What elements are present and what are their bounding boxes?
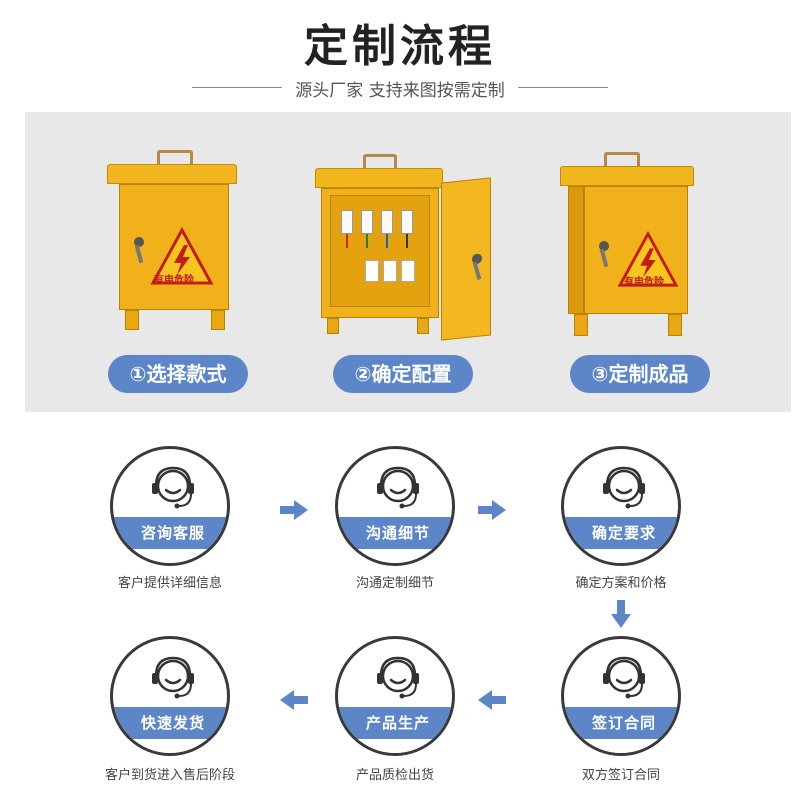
step-caption: 沟通定制细节 <box>355 576 434 591</box>
subtitle-divider-right <box>518 87 608 88</box>
warning-triangle-icon <box>150 227 214 285</box>
step-caption: 产品质检出货 <box>355 768 434 783</box>
cabinet-roof <box>107 164 237 184</box>
subtitle-row: 源头厂家 支持来图按需定制 <box>0 76 800 101</box>
warning-label: 有电危险 <box>624 277 664 288</box>
customer-service-headset-icon <box>603 656 645 699</box>
product-label-2: ②确定配置 <box>333 355 473 393</box>
socket <box>401 260 415 282</box>
product-label-3: ③定制成品 <box>570 355 710 393</box>
warning-label: 有电危险 <box>154 275 194 286</box>
arrow-left-icon <box>280 690 308 710</box>
page-subtitle: 源头厂家 支持来图按需定制 <box>295 81 505 101</box>
arrow-right-icon <box>280 500 308 520</box>
step-fast-delivery: 快速发货 <box>110 636 230 756</box>
cabinet-door <box>441 177 491 341</box>
cabinet-body: 有电危险 <box>119 184 229 310</box>
wire <box>366 234 368 248</box>
step-circle: 签订合同 <box>561 636 681 756</box>
step-title: 产品生产 <box>338 707 452 739</box>
cabinet-finished-image: 有电危险 <box>560 152 700 342</box>
step-caption: 双方签订合同 <box>581 768 660 783</box>
cabinet-roof <box>560 166 694 186</box>
lock-icon <box>599 241 609 268</box>
step-title: 快速发货 <box>113 707 227 739</box>
step-circle: 快速发货 <box>110 636 230 756</box>
customer-service-headset-icon <box>603 466 645 509</box>
cabinet-open-image <box>315 154 505 344</box>
step-caption: 客户提供详细信息 <box>117 576 222 591</box>
wire <box>386 234 388 248</box>
step-sign-contract: 签订合同 <box>561 636 681 756</box>
cabinet-closed-image: 有电危险 <box>107 150 237 330</box>
breaker <box>401 210 413 234</box>
subtitle-divider-left <box>192 87 282 88</box>
customer-service-headset-icon <box>377 656 419 699</box>
cabinet-leg-right <box>668 314 682 336</box>
step-circle: 沟通细节 <box>335 446 455 566</box>
step-title: 咨询客服 <box>113 517 227 549</box>
lock-icon <box>134 237 144 264</box>
breaker <box>341 210 353 234</box>
cabinet-handle <box>363 154 397 168</box>
cabinet-side <box>568 186 584 314</box>
cabinet-handle <box>604 152 640 166</box>
step-title: 确定要求 <box>564 517 678 549</box>
step-circle: 咨询客服 <box>110 446 230 566</box>
cabinet-leg-left <box>327 318 339 334</box>
step-confirm-requirements: 确定要求 <box>561 446 681 566</box>
step-communicate-details: 沟通细节 <box>335 446 455 566</box>
arrow-down-icon <box>611 600 631 628</box>
step-caption: 客户到货进入售后阶段 <box>104 768 235 783</box>
warning-triangle-icon <box>617 231 679 287</box>
breaker <box>361 210 373 234</box>
step-caption: 确定方案和价格 <box>575 576 667 591</box>
cabinet-leg-left <box>574 314 588 336</box>
cabinet-body: 有电危险 <box>584 186 688 314</box>
customer-service-headset-icon <box>152 466 194 509</box>
page-title: 定制流程 <box>304 21 496 72</box>
lock-icon <box>472 253 482 281</box>
product-label-1: ①选择款式 <box>108 355 248 393</box>
socket <box>365 260 379 282</box>
cabinet-interior <box>330 195 430 307</box>
product-panel: 有电危险 ①选择款式 <box>25 112 791 412</box>
breaker <box>381 210 393 234</box>
socket <box>383 260 397 282</box>
cabinet-leg-right <box>211 310 225 330</box>
wire <box>346 234 348 248</box>
cabinet-leg-left <box>125 310 139 330</box>
step-consult-service: 咨询客服 <box>110 446 230 566</box>
cabinet-roof <box>315 168 443 188</box>
wire <box>406 234 408 248</box>
arrow-right-icon <box>478 500 506 520</box>
customer-service-headset-icon <box>152 656 194 699</box>
step-circle: 产品生产 <box>335 636 455 756</box>
cabinet-handle <box>157 150 193 164</box>
customer-service-headset-icon <box>377 466 419 509</box>
step-production: 产品生产 <box>335 636 455 756</box>
step-title: 沟通细节 <box>338 517 452 549</box>
step-circle: 确定要求 <box>561 446 681 566</box>
cabinet-body <box>321 188 439 318</box>
cabinet-leg-right <box>417 318 429 334</box>
arrow-left-icon <box>478 690 506 710</box>
step-title: 签订合同 <box>564 707 678 739</box>
